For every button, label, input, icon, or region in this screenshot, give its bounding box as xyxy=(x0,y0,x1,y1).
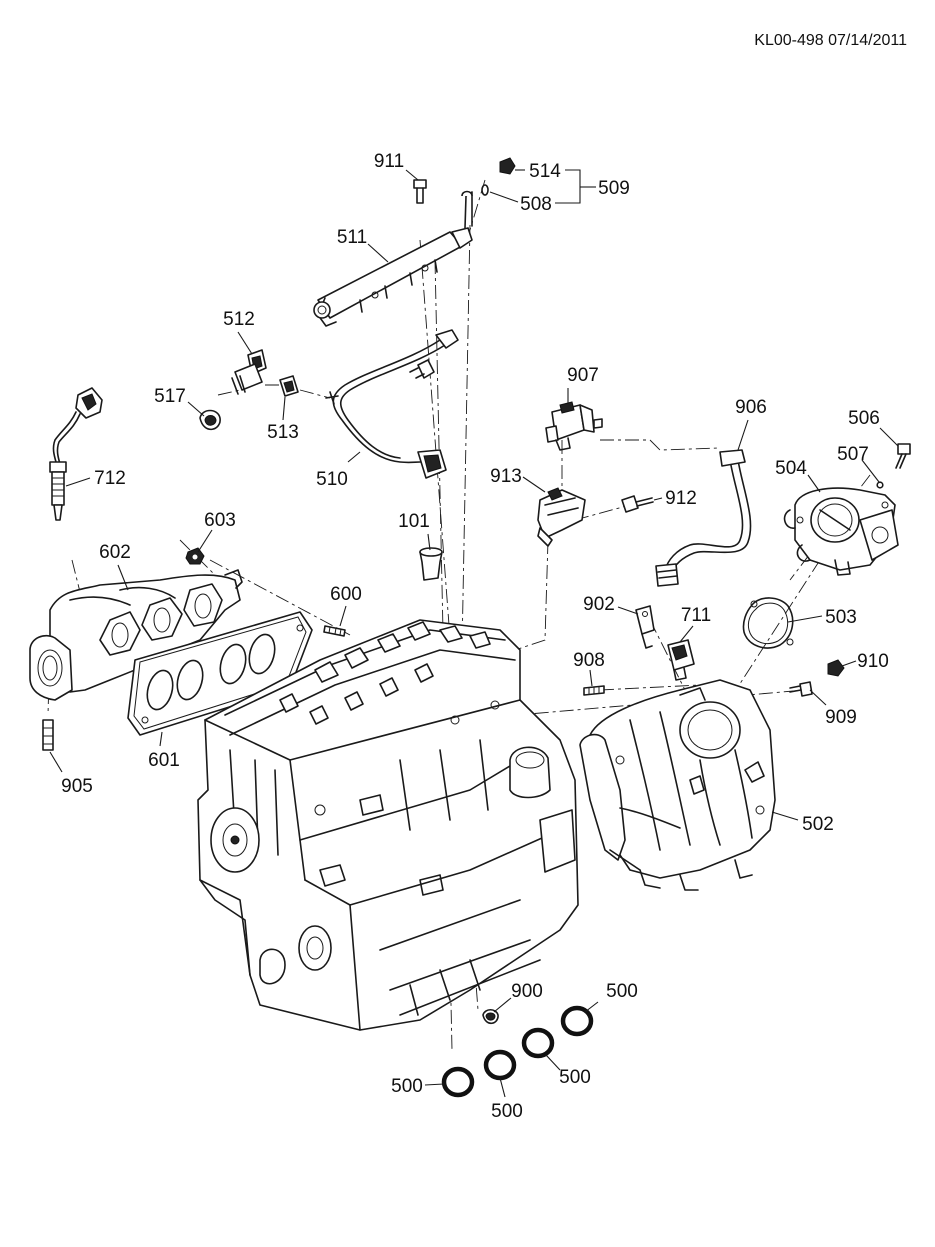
callout-910: 910 xyxy=(857,651,889,672)
callout-905: 905 xyxy=(61,776,93,797)
connector-902 xyxy=(635,605,655,649)
seal-517 xyxy=(199,409,221,431)
callout-507: 507 xyxy=(837,444,869,465)
throttle-gasket-503 xyxy=(742,597,794,649)
stud-600 xyxy=(323,625,346,637)
callout-712: 712 xyxy=(94,468,126,489)
leader-lines xyxy=(49,169,899,1098)
plug-101 xyxy=(419,547,443,581)
callout-500-left: 500 xyxy=(391,1076,423,1097)
callout-510: 510 xyxy=(316,469,348,490)
callout-labels: 911 514 508 509 511 512 517 513 510 712 … xyxy=(61,151,889,1122)
callout-900: 900 xyxy=(511,981,543,1002)
map-sensor-711 xyxy=(667,639,695,681)
oxygen-sensor-712 xyxy=(49,387,103,521)
callout-600: 600 xyxy=(330,584,362,605)
callout-913: 913 xyxy=(490,466,522,487)
callout-513: 513 xyxy=(267,422,299,443)
bracket-913 xyxy=(537,487,586,547)
throttle-body-504 xyxy=(783,487,899,576)
purge-solenoid-907 xyxy=(545,401,603,451)
callout-517: 517 xyxy=(154,386,186,407)
harness-510 xyxy=(325,329,459,479)
callout-602: 602 xyxy=(99,542,131,563)
callout-906: 906 xyxy=(735,397,767,418)
intake-manifold-502 xyxy=(579,679,776,891)
callout-907: 907 xyxy=(567,365,599,386)
bolt-912 xyxy=(621,495,654,513)
bolt-909 xyxy=(789,681,813,697)
callout-500-bottom: 500 xyxy=(491,1101,523,1122)
fuel-rail-511 xyxy=(313,190,473,327)
washer-507 xyxy=(876,481,884,489)
seal-900 xyxy=(482,1008,499,1025)
callout-601: 601 xyxy=(148,750,180,771)
sensor-512 xyxy=(231,349,267,395)
callout-502: 502 xyxy=(802,814,834,835)
nut-514 xyxy=(499,157,516,175)
engine-block xyxy=(197,619,579,1031)
callout-911: 911 xyxy=(374,151,404,172)
callout-500-top: 500 xyxy=(606,981,638,1002)
callout-912: 912 xyxy=(665,488,697,509)
callout-511: 511 xyxy=(337,227,367,248)
callout-500-right: 500 xyxy=(559,1067,591,1088)
callout-512: 512 xyxy=(223,309,255,330)
callout-504: 504 xyxy=(775,458,807,479)
callout-711: 711 xyxy=(681,605,711,626)
callout-514: 514 xyxy=(529,161,561,182)
callout-909: 909 xyxy=(825,707,857,728)
callout-503: 503 xyxy=(825,607,857,628)
oring-508 xyxy=(481,184,489,196)
bolt-911 xyxy=(413,179,427,204)
intake-gaskets-500 xyxy=(441,1005,594,1098)
callout-101: 101 xyxy=(398,511,430,532)
nut-910 xyxy=(827,659,845,677)
stud-905 xyxy=(42,719,54,751)
nut-603 xyxy=(185,547,205,565)
bolt-506 xyxy=(895,443,911,469)
callout-508: 508 xyxy=(520,194,552,215)
callout-902: 902 xyxy=(583,594,615,615)
callout-509: 509 xyxy=(598,178,630,199)
exhaust-gasket-601 xyxy=(127,611,313,736)
callout-603: 603 xyxy=(204,510,236,531)
stud-908 xyxy=(583,685,605,696)
reference-number: KL00-498 07/14/2011 xyxy=(754,32,907,49)
callout-908: 908 xyxy=(573,650,605,671)
callout-506: 506 xyxy=(848,408,880,429)
connector-513 xyxy=(279,375,299,397)
vapor-hose-906 xyxy=(655,449,752,587)
exhaust-manifold-602 xyxy=(29,569,243,701)
